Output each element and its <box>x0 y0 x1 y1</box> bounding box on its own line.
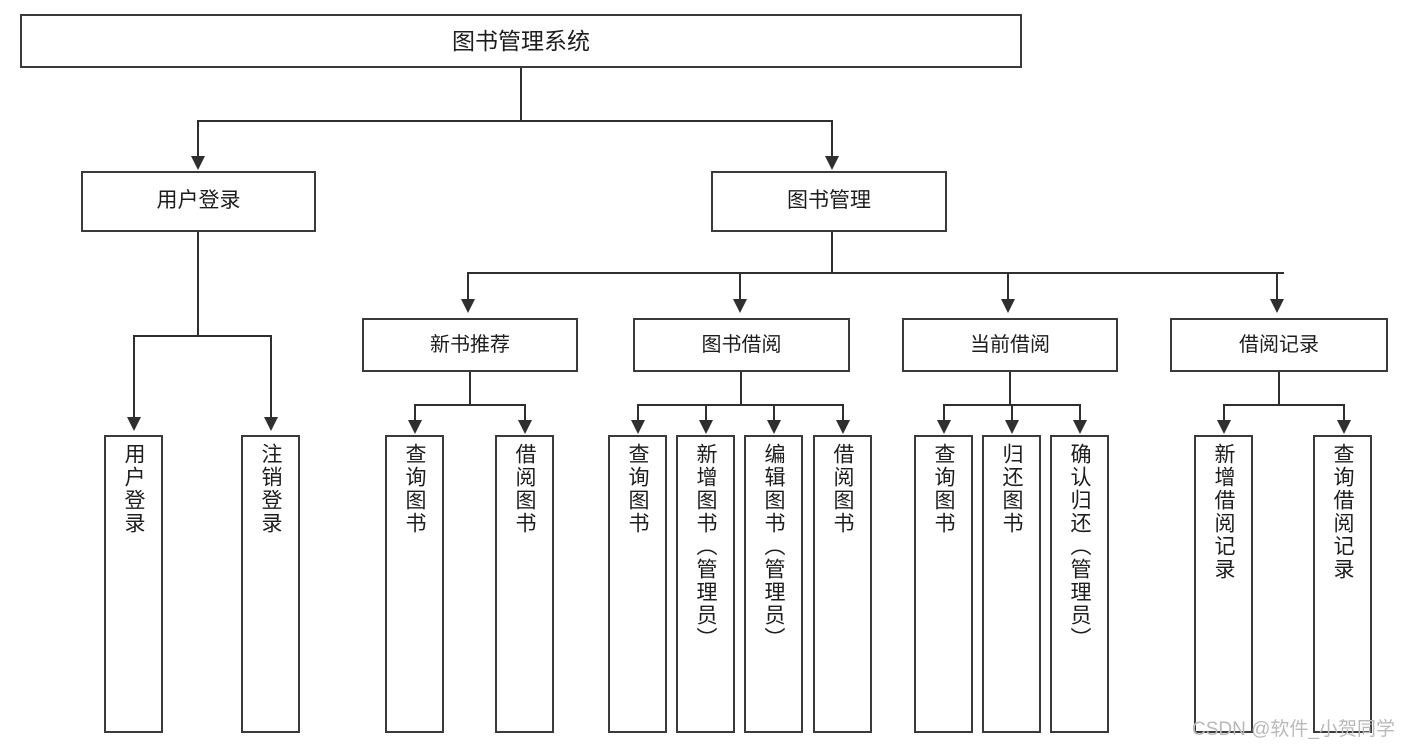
node-current-borrow[interactable]: 当前借阅 <box>902 318 1118 372</box>
node-label: 查询图书 <box>626 443 649 535</box>
leaf-confirm-return-admin[interactable]: 确认归还（管理员） <box>1050 435 1109 733</box>
connector-book-manage-drop-4 <box>1276 272 1278 301</box>
node-label: 当前借阅 <box>970 333 1050 356</box>
connector-new-book-drop-2 <box>524 404 526 422</box>
connector-borrow-records-drop-1 <box>1223 404 1225 422</box>
arrow-book-borrow-to-leaf-2 <box>699 420 713 434</box>
arrow-borrow-records-to-leaf-1 <box>1217 420 1231 434</box>
connector-current-borrow-drop-3 <box>1079 404 1081 422</box>
arrow-book-manage-to-book-borrow <box>733 299 747 313</box>
leaf-search-book-current[interactable]: 查询图书 <box>914 435 973 733</box>
arrow-current-borrow-to-leaf-1 <box>937 420 951 434</box>
connector-borrow-records-drop-2 <box>1343 404 1345 422</box>
node-label: 确认归还（管理员） <box>1068 443 1091 650</box>
node-label: 图书借阅 <box>701 333 782 356</box>
leaf-add-borrow-record[interactable]: 新增借阅记录 <box>1194 435 1253 733</box>
connector-user-login-bus <box>133 335 272 337</box>
watermark-text: CSDN @软件_小贺同学 <box>1192 719 1395 740</box>
arrow-current-borrow-to-leaf-2 <box>1005 420 1019 434</box>
node-root-system[interactable]: 图书管理系统 <box>20 14 1022 68</box>
leaf-logout[interactable]: 注销登录 <box>241 435 300 733</box>
arrow-user-login-to-leaf-2 <box>264 417 278 431</box>
connector-book-manage-drop-3 <box>1007 272 1009 301</box>
arrow-book-manage-to-current-borrow <box>1001 299 1015 313</box>
connector-book-borrow-drop-4 <box>842 404 844 422</box>
connector-borrow-records-stem <box>1278 372 1280 406</box>
node-label: 图书管理 <box>787 189 871 213</box>
arrow-book-manage-to-new-book <box>461 299 475 313</box>
connector-root-drop-1 <box>197 120 199 158</box>
node-label: 用户登录 <box>156 189 241 213</box>
connector-book-manage-stem <box>831 232 833 274</box>
arrow-current-borrow-to-leaf-3 <box>1073 420 1087 434</box>
node-new-book-recommend[interactable]: 新书推荐 <box>362 318 578 372</box>
node-label: 用户登录 <box>122 443 145 535</box>
connector-book-borrow-drop-3 <box>773 404 775 422</box>
connector-borrow-records-bus <box>1223 404 1343 406</box>
connector-user-login-drop-2 <box>270 335 272 419</box>
node-label: 编辑图书（管理员） <box>762 443 785 650</box>
leaf-search-borrow-record[interactable]: 查询借阅记录 <box>1313 435 1372 733</box>
node-user-login[interactable]: 用户登录 <box>81 171 316 232</box>
leaf-borrow-book[interactable]: 借阅图书 <box>813 435 872 733</box>
connector-book-borrow-bus <box>637 404 842 406</box>
node-book-management[interactable]: 图书管理 <box>711 171 947 232</box>
connector-root-bus <box>197 120 833 122</box>
connector-new-book-drop-1 <box>414 404 416 422</box>
arrow-book-borrow-to-leaf-3 <box>767 420 781 434</box>
node-label: 查询借阅记录 <box>1331 443 1354 581</box>
leaf-borrow-book-recommend[interactable]: 借阅图书 <box>495 435 554 733</box>
connector-root-stem <box>520 68 522 122</box>
node-label: 新增借阅记录 <box>1212 443 1235 581</box>
connector-current-borrow-drop-1 <box>943 404 945 422</box>
connector-user-login-stem <box>197 232 199 337</box>
connector-root-drop-2 <box>831 120 833 158</box>
arrow-new-book-to-leaf-2 <box>518 420 532 434</box>
connector-new-book-stem <box>469 372 471 406</box>
arrow-root-to-user-login <box>191 156 205 170</box>
node-label: 借阅记录 <box>1239 333 1319 356</box>
connector-book-manage-drop-1 <box>467 272 469 301</box>
connector-book-manage-bus <box>467 272 1284 274</box>
node-borrow-records[interactable]: 借阅记录 <box>1170 318 1388 372</box>
node-label: 新增图书（管理员） <box>694 443 717 650</box>
node-label: 借阅图书 <box>831 443 854 535</box>
leaf-user-login[interactable]: 用户登录 <box>104 435 163 733</box>
leaf-edit-book-admin[interactable]: 编辑图书（管理员） <box>744 435 803 733</box>
arrow-book-borrow-to-leaf-4 <box>836 420 850 434</box>
arrow-book-borrow-to-leaf-1 <box>631 420 645 434</box>
leaf-search-book-recommend[interactable]: 查询图书 <box>385 435 444 733</box>
node-label: 查询图书 <box>932 443 955 535</box>
connector-new-book-bus <box>414 404 524 406</box>
node-book-borrow[interactable]: 图书借阅 <box>633 318 850 372</box>
node-label: 新书推荐 <box>430 333 510 356</box>
arrow-root-to-book-manage <box>825 156 839 170</box>
connector-book-manage-drop-2 <box>739 272 741 301</box>
connector-book-borrow-drop-2 <box>705 404 707 422</box>
leaf-return-book[interactable]: 归还图书 <box>982 435 1041 733</box>
arrow-book-manage-to-borrow-records <box>1270 299 1284 313</box>
arrow-user-login-to-leaf-1 <box>127 417 141 431</box>
arrow-new-book-to-leaf-1 <box>408 420 422 434</box>
node-label: 借阅图书 <box>513 443 536 535</box>
arrow-borrow-records-to-leaf-2 <box>1337 420 1351 434</box>
node-label: 查询图书 <box>403 443 426 535</box>
leaf-add-book-admin[interactable]: 新增图书（管理员） <box>676 435 735 733</box>
connector-book-borrow-drop-1 <box>637 404 639 422</box>
connector-current-borrow-drop-2 <box>1011 404 1013 422</box>
connector-user-login-drop-1 <box>133 335 135 419</box>
node-label: 归还图书 <box>1000 443 1023 535</box>
node-label: 注销登录 <box>259 443 282 535</box>
leaf-search-book-borrow[interactable]: 查询图书 <box>608 435 667 733</box>
node-label: 图书管理系统 <box>452 27 590 54</box>
connector-current-borrow-stem <box>1009 372 1011 406</box>
connector-book-borrow-stem <box>740 372 742 406</box>
